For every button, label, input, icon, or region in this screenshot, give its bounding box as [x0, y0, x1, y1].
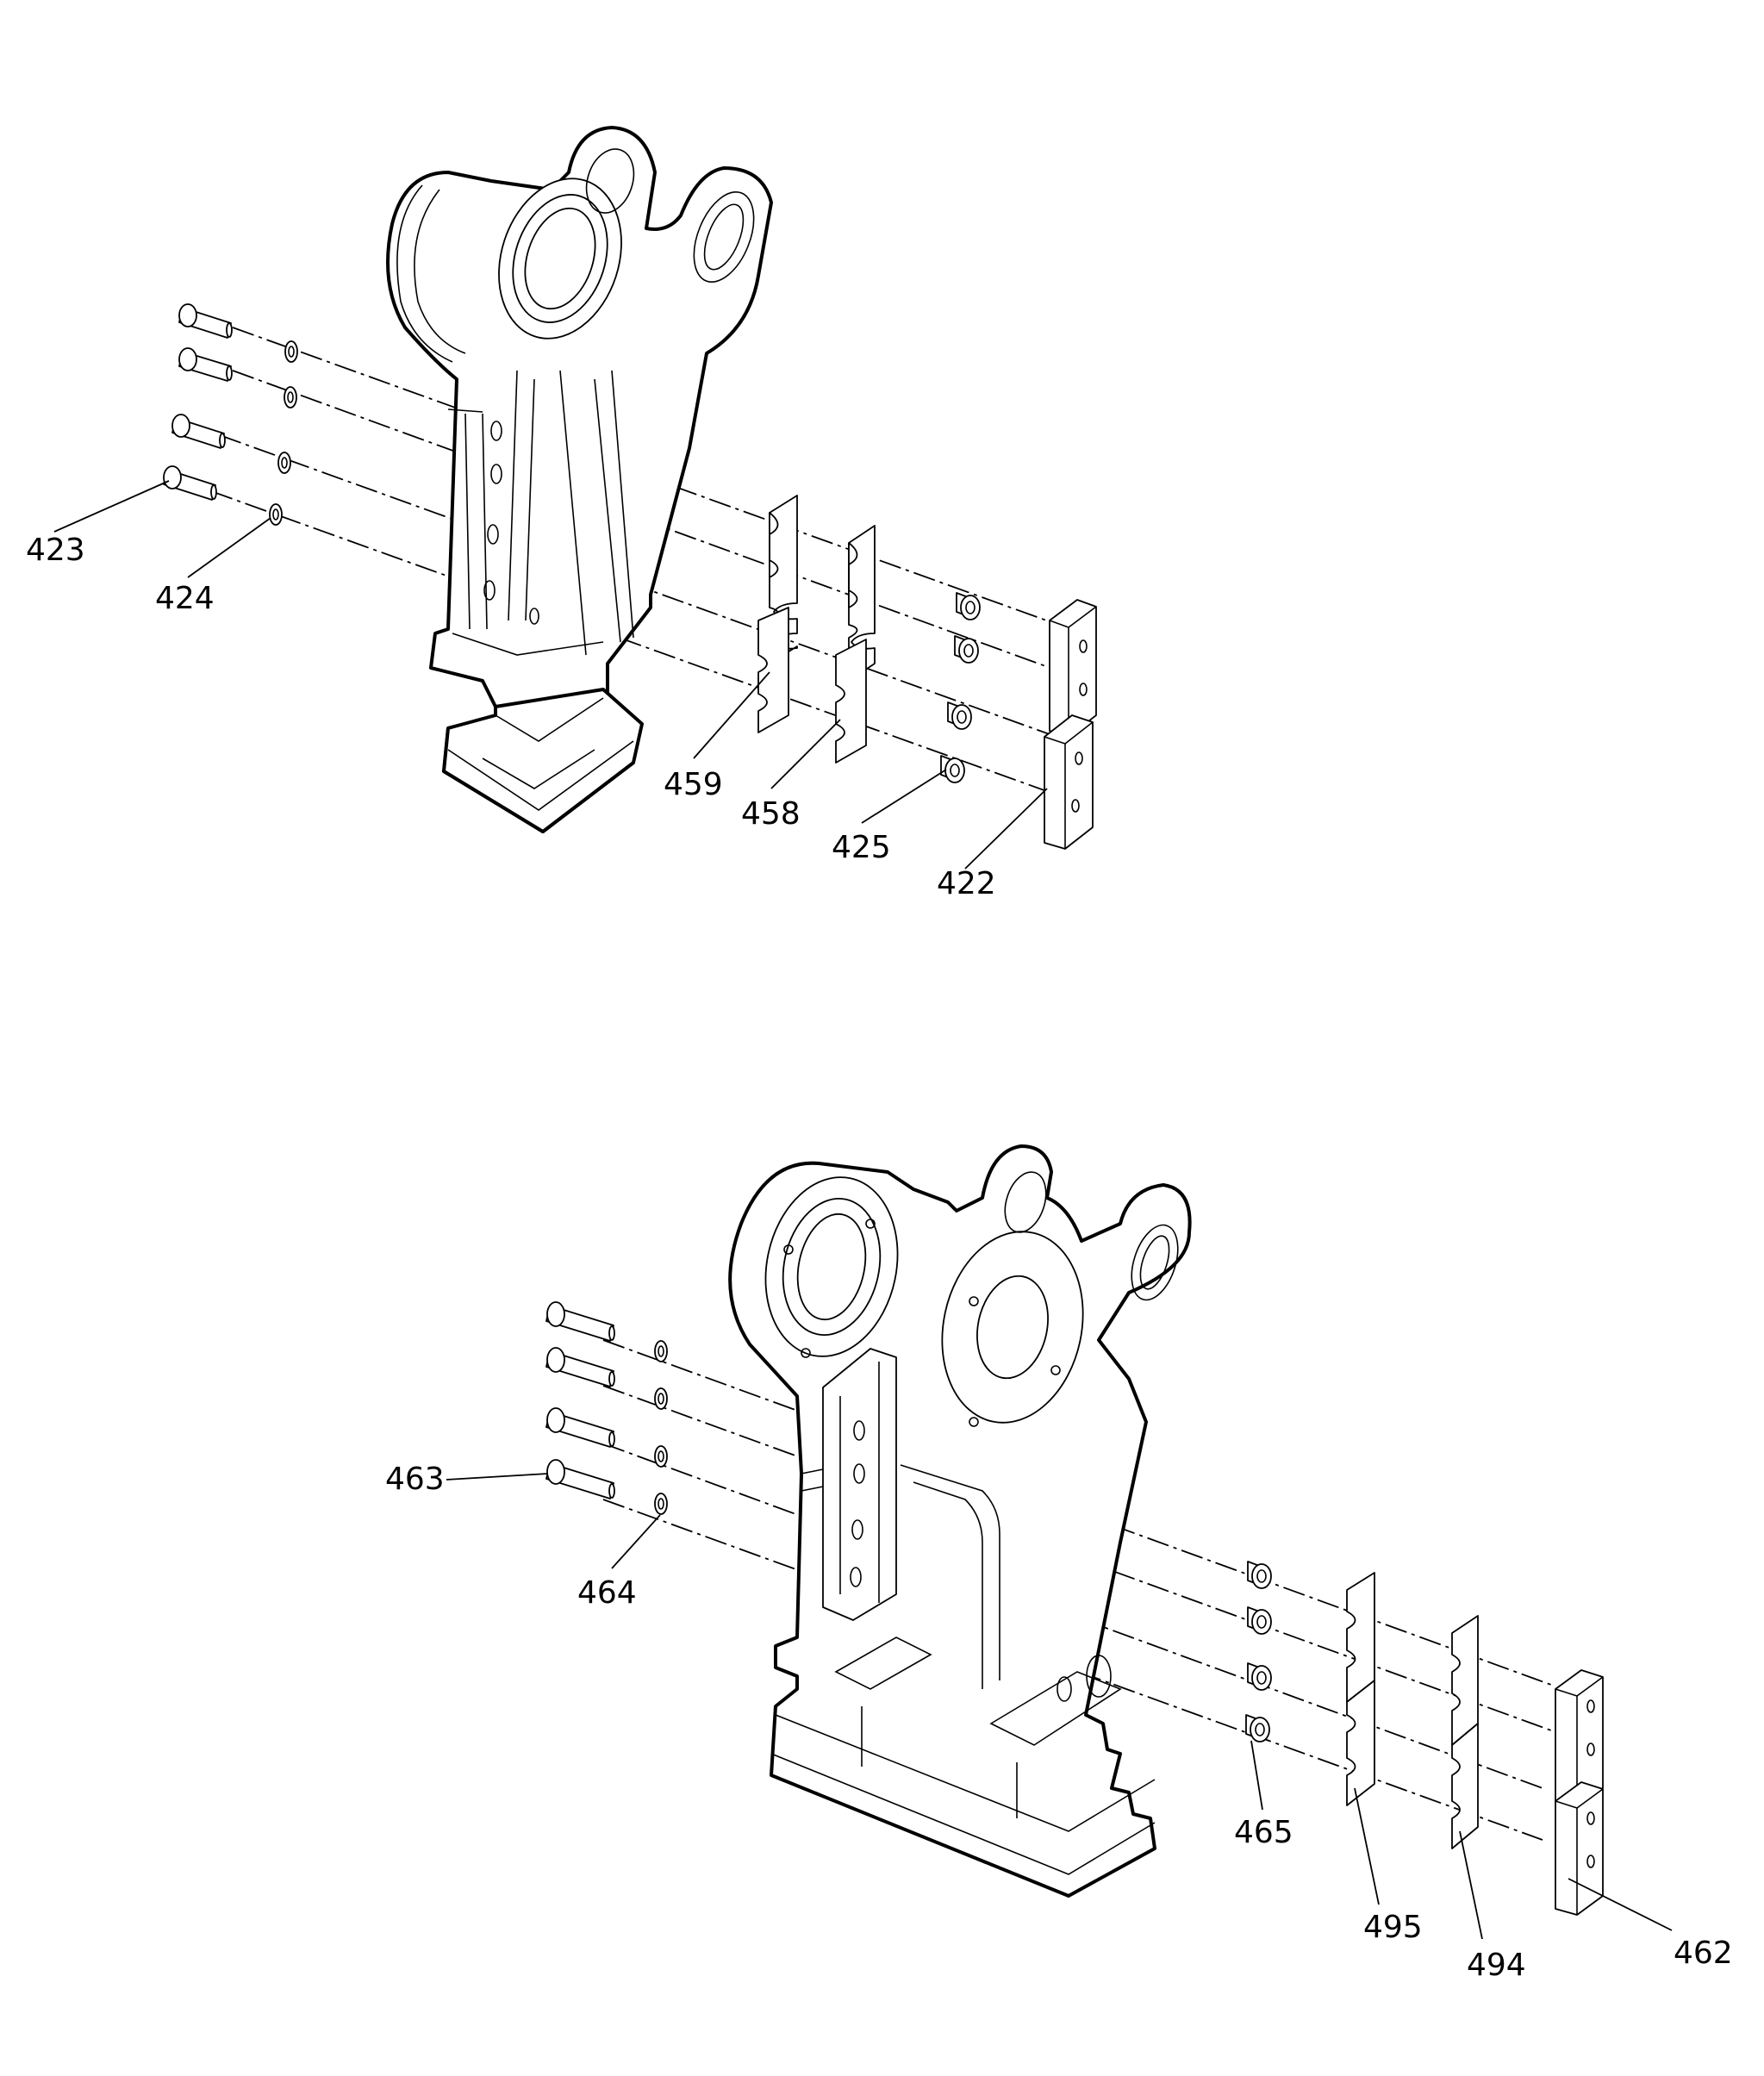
washer [277, 452, 291, 474]
cap-screw [178, 347, 233, 382]
callout-458: 458 [741, 796, 801, 832]
lower-callouts: 463 464 465 495 494 462 [385, 1462, 1733, 1983]
upper-assembly: 423 424 459 458 425 422 [26, 126, 1097, 901]
spacer [954, 635, 979, 664]
washer [284, 386, 297, 408]
spacer [1245, 1714, 1270, 1742]
callout-423: 423 [26, 533, 85, 568]
spacer [1247, 1561, 1272, 1589]
washer [269, 503, 283, 526]
callout-422: 422 [937, 866, 996, 901]
spacer [947, 701, 972, 730]
lower-assembly: 463 464 465 495 494 462 [385, 1144, 1733, 1983]
lower-shim-494 [1451, 1615, 1479, 1849]
callout-459: 459 [664, 767, 723, 802]
callout-463: 463 [385, 1462, 445, 1497]
upper-leader-lines [53, 480, 1048, 870]
upper-shim-459 [757, 495, 798, 733]
upper-spacers [940, 592, 981, 783]
cap-screw [171, 414, 226, 449]
lower-washers [654, 1340, 668, 1515]
cap-screw [545, 1347, 615, 1387]
washer [654, 1340, 668, 1362]
washer [654, 1445, 668, 1468]
cap-screw [545, 1301, 615, 1342]
upper-shim-458 [835, 525, 876, 764]
upper-cap-screws [163, 303, 233, 501]
lower-shim-495 [1346, 1572, 1375, 1806]
callout-495: 495 [1363, 1910, 1423, 1945]
cap-screw [163, 465, 217, 501]
washer [654, 1493, 668, 1515]
spacer [1247, 1662, 1272, 1691]
cap-screw [545, 1459, 615, 1499]
lower-cap-screws [545, 1301, 615, 1499]
lower-wear-plates [1555, 1669, 1604, 1916]
callout-425: 425 [832, 830, 891, 865]
lower-leader-lines [446, 1473, 1673, 1940]
upper-wear-plates [1044, 599, 1097, 850]
callout-464: 464 [577, 1575, 637, 1611]
washer [654, 1387, 668, 1410]
upper-arm-body [386, 126, 773, 833]
callout-462: 462 [1674, 1936, 1733, 1971]
lower-bracket-body [728, 1144, 1192, 1898]
spacer [940, 755, 965, 783]
cap-screw [178, 303, 233, 339]
upper-callouts: 423 424 459 458 425 422 [26, 533, 996, 901]
washer [284, 340, 298, 363]
lower-spacers [1245, 1561, 1272, 1742]
callout-424: 424 [155, 581, 215, 616]
spacer [956, 592, 981, 620]
upper-washers [269, 340, 298, 526]
cap-screw [545, 1407, 615, 1448]
spacer [1247, 1606, 1272, 1635]
callout-494: 494 [1467, 1948, 1526, 1983]
callout-465: 465 [1234, 1815, 1293, 1850]
